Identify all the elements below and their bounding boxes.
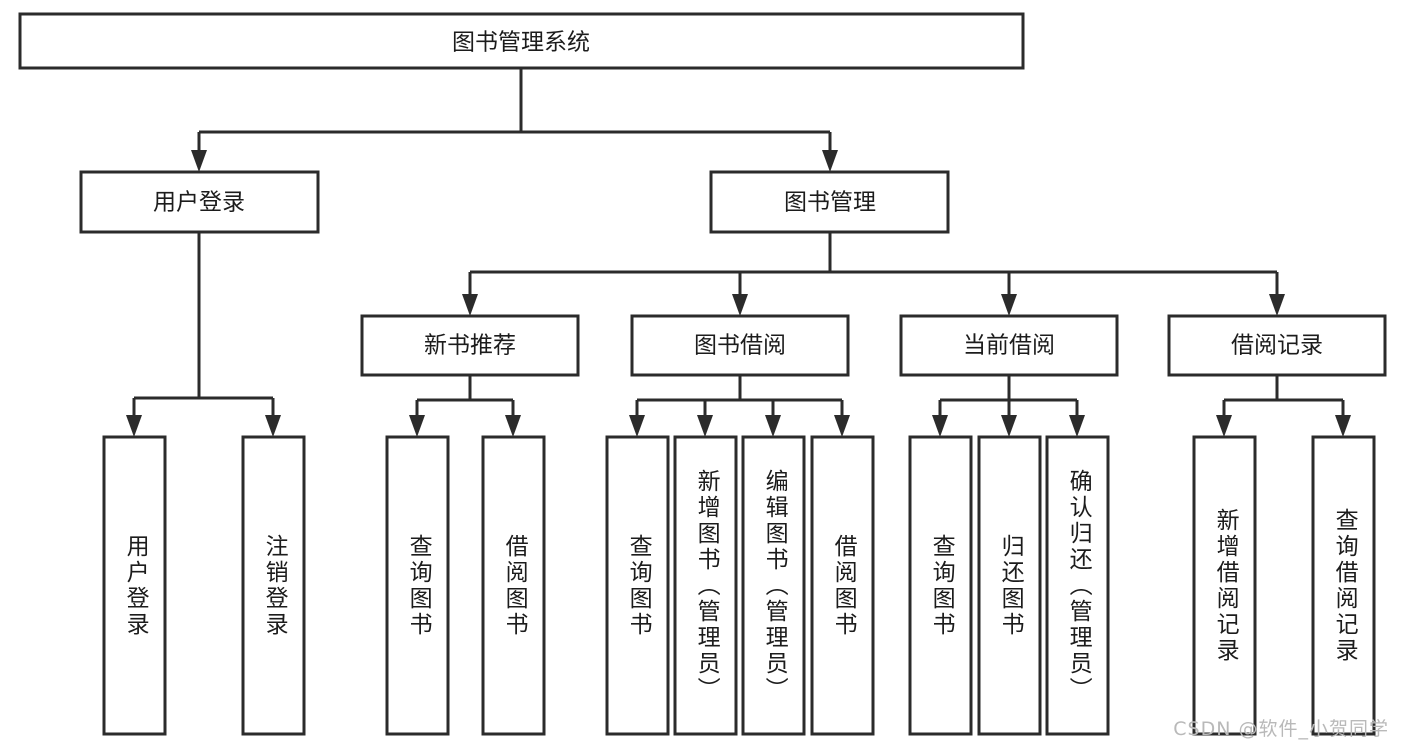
node-book-management[interactable]: 图书管理 — [709, 170, 950, 234]
leaf-box-cb-confirm-return[interactable] — [1045, 435, 1110, 736]
leaf-box-bb-borrow-book[interactable] — [810, 435, 875, 736]
arrowhead-book-mgmt — [822, 150, 838, 172]
arrowhead-book-borrow — [732, 294, 748, 316]
leaf-box-cb-query-book[interactable] — [908, 435, 973, 736]
leaf-box-nb-query-book[interactable] — [385, 435, 450, 736]
node-borrow-records-box[interactable] — [1167, 314, 1387, 377]
node-user-login-label: 用户登录 — [153, 190, 245, 216]
leaf-box-nb-borrow-book[interactable] — [481, 435, 546, 736]
leaf-box-bb-edit-book[interactable] — [741, 435, 806, 736]
node-book-borrow-label: 图书借阅 — [694, 333, 786, 359]
leaf-boxes-group — [102, 435, 1376, 736]
node-root[interactable]: 图书管理系统 — [18, 12, 1025, 70]
node-new-book-recommend-label: 新书推荐 — [424, 333, 516, 359]
node-new-book-recommend-box[interactable] — [360, 314, 580, 377]
node-book-borrow[interactable]: 图书借阅 — [630, 314, 850, 377]
arrowhead-bb-leaf-4 — [834, 415, 850, 437]
node-root-label: 图书管理系统 — [452, 30, 590, 56]
leaf-box-bb-query-book[interactable] — [605, 435, 670, 736]
connectors-group — [126, 68, 1351, 437]
arrowhead-cb-leaf-3 — [1069, 415, 1085, 437]
node-current-borrow-box[interactable] — [899, 314, 1119, 377]
node-root-box[interactable] — [18, 12, 1025, 70]
node-book-management-label: 图书管理 — [784, 190, 876, 216]
node-book-borrow-box[interactable] — [630, 314, 850, 377]
leaf-box-bb-add-book[interactable] — [673, 435, 738, 736]
arrowhead-bb-leaf-1 — [629, 415, 645, 437]
node-new-book-recommend[interactable]: 新书推荐 — [360, 314, 580, 377]
node-user-login[interactable]: 用户登录 — [79, 170, 320, 234]
leaf-box-br-query-record[interactable] — [1311, 435, 1376, 736]
node-borrow-records[interactable]: 借阅记录 — [1167, 314, 1387, 377]
arrowhead-cb-leaf-2 — [1001, 415, 1017, 437]
arrowhead-bb-leaf-2 — [697, 415, 713, 437]
leaf-box-user-login[interactable] — [102, 435, 167, 736]
arrowhead-nb-leaf-2 — [505, 415, 521, 437]
arrowhead-bb-leaf-3 — [765, 415, 781, 437]
arrowhead-br-leaf-2 — [1335, 415, 1351, 437]
arrowhead-leaf-user-login — [126, 415, 142, 437]
arrowhead-nb-leaf-1 — [409, 415, 425, 437]
arrowhead-user-login — [191, 150, 207, 172]
watermark-text: CSDN @软件_小贺同学 — [1173, 718, 1389, 740]
node-borrow-records-label: 借阅记录 — [1231, 333, 1323, 359]
arrowhead-cb-leaf-1 — [932, 415, 948, 437]
arrowhead-new-book — [462, 294, 478, 316]
node-current-borrow[interactable]: 当前借阅 — [899, 314, 1119, 377]
arrowhead-current-borrow — [1001, 294, 1017, 316]
arrowhead-borrow-records — [1269, 294, 1285, 316]
leaf-box-cb-return-book[interactable] — [977, 435, 1042, 736]
node-user-login-box[interactable] — [79, 170, 320, 234]
leaf-box-logout[interactable] — [241, 435, 306, 736]
node-current-borrow-label: 当前借阅 — [963, 333, 1055, 359]
leaf-box-br-add-record[interactable] — [1192, 435, 1257, 736]
arrowhead-br-leaf-1 — [1216, 415, 1232, 437]
arrowhead-leaf-logout — [265, 415, 281, 437]
node-book-management-box[interactable] — [709, 170, 950, 234]
